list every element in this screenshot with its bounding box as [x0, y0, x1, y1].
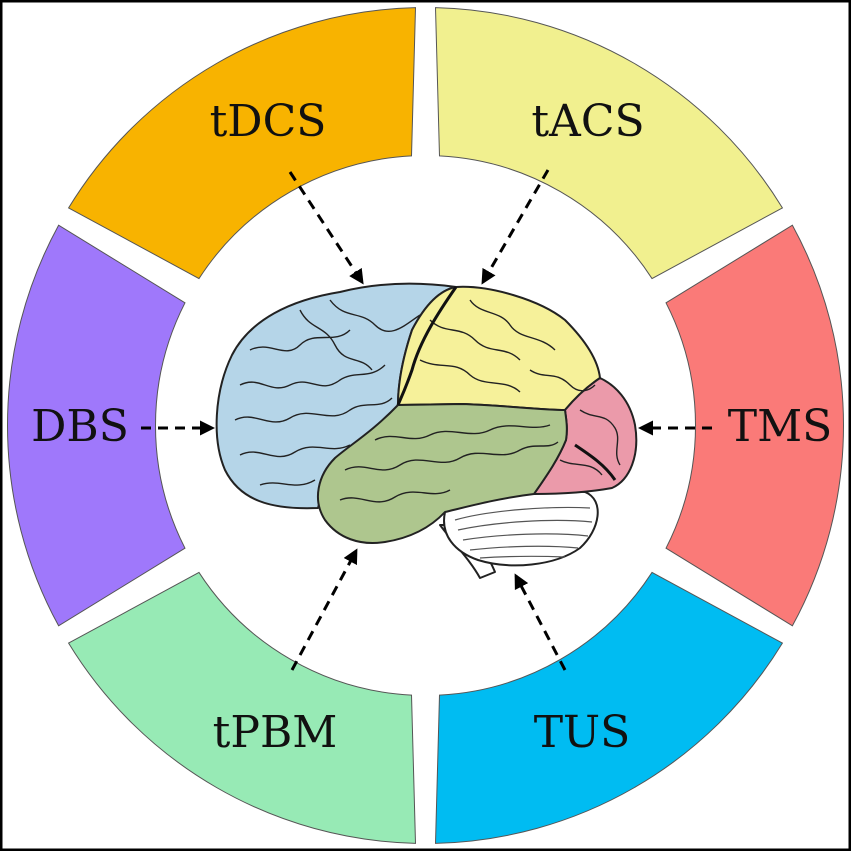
arrow-tdcs	[288, 171, 364, 285]
sulci	[234, 299, 621, 503]
label-tdcs: tDCS	[210, 96, 327, 147]
segment-tms	[665, 224, 844, 627]
segment-tdcs	[67, 7, 417, 280]
segment-dbs	[7, 224, 186, 627]
segment-tpbm	[67, 571, 417, 844]
lateral-sulcus	[397, 403, 566, 411]
occipital-notch	[574, 443, 617, 481]
cerebellum-folia	[454, 506, 593, 559]
label-tacs: tACS	[531, 96, 644, 147]
label-dbs: DBS	[31, 401, 129, 452]
arrow-tacs	[481, 169, 550, 285]
central-sulcus	[396, 286, 458, 406]
arrow-tpbm	[290, 548, 358, 671]
arrows	[141, 169, 712, 671]
arrow-tus	[514, 573, 567, 671]
temporal-lobe	[317, 403, 568, 544]
label-tpbm: tPBM	[213, 707, 338, 758]
segment-tacs	[434, 7, 784, 280]
segment-tus	[434, 571, 784, 844]
modality-ring	[7, 7, 844, 844]
label-tms: TMS	[728, 401, 833, 452]
label-tus: TUS	[534, 707, 631, 758]
brain-illustration	[215, 282, 638, 579]
